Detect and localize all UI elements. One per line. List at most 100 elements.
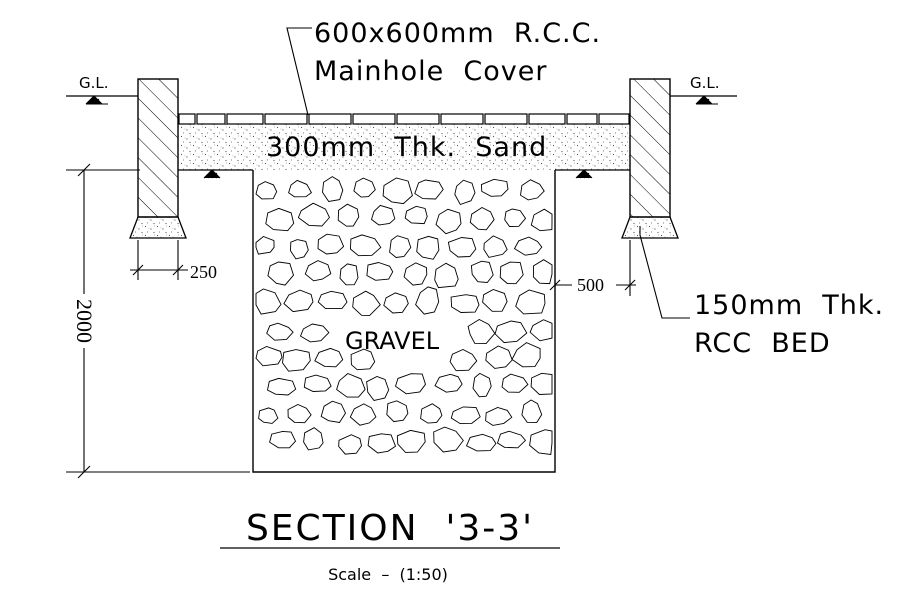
gravel-stone	[303, 374, 332, 392]
gravel-stone	[287, 404, 312, 424]
cover-leader	[286, 27, 312, 116]
ground-level-right-label: G.L.	[690, 74, 720, 92]
cover-slab	[566, 113, 598, 125]
gravel-stone	[267, 261, 295, 286]
gravel-stone	[485, 407, 513, 426]
gravel-stone	[317, 233, 345, 255]
gravel-stone	[470, 260, 494, 283]
cover-slab	[440, 113, 484, 125]
gravel-stone	[404, 205, 428, 225]
gravel-stone	[504, 208, 527, 227]
gravel-stone	[320, 400, 347, 423]
gravel-stone	[499, 261, 524, 285]
gravel-stone	[314, 347, 344, 368]
bed-leader	[639, 226, 690, 319]
gravel-stone	[433, 426, 464, 453]
gravel-stone	[367, 433, 397, 454]
gravel-label: GRAVEL	[345, 327, 440, 355]
gravel-stone	[258, 407, 279, 424]
gravel-stone	[435, 208, 462, 235]
gravel-stone	[511, 342, 541, 368]
rcc-cover-slabs	[178, 113, 630, 125]
gravel-stone	[520, 179, 545, 201]
gravel-stone	[383, 292, 409, 314]
cover-slab	[196, 113, 226, 125]
gravel-stone	[389, 235, 412, 258]
gravel-stone	[317, 290, 348, 309]
left-rcc-bed	[129, 216, 187, 239]
right-wall	[629, 78, 671, 218]
gravel-stone	[447, 237, 477, 258]
gravel-stone	[482, 289, 508, 312]
gravel-stone	[338, 434, 362, 455]
cover-slab	[484, 113, 528, 125]
ground-level-left-label: G.L.	[79, 74, 109, 92]
cover-slab	[598, 113, 630, 125]
gravel-stone	[266, 322, 294, 341]
dim-gap	[549, 240, 636, 296]
gravel-stone	[480, 178, 509, 197]
section-title: SECTION '3-3'	[246, 508, 534, 549]
gravel-stone	[521, 399, 543, 423]
gravel-stone	[322, 176, 344, 202]
gravel-stone	[290, 239, 309, 260]
gravel-stone	[288, 179, 312, 198]
bed-label-line2: RCC BED	[694, 328, 831, 359]
gravel-stone	[394, 373, 426, 395]
gravel-stone	[485, 345, 513, 369]
cover-slab	[396, 113, 440, 125]
gravel-stone	[386, 400, 409, 423]
gravel-stone	[483, 235, 508, 258]
ground-hatch-symbols	[85, 95, 713, 179]
gravel-stone	[513, 236, 543, 256]
gravel-stone	[434, 373, 463, 393]
gravel-stone	[494, 320, 528, 344]
right-rcc-bed	[621, 216, 679, 239]
gravel-stone	[469, 206, 495, 231]
gravel-stone	[530, 208, 553, 232]
gravel-stone	[366, 376, 390, 402]
cover-slab	[352, 113, 396, 125]
cover-slab	[264, 113, 308, 125]
gravel-stone	[403, 262, 428, 286]
gravel-stone	[370, 204, 396, 226]
gravel-stone	[283, 289, 314, 313]
gravel-stone	[255, 288, 282, 315]
gravel-stone	[265, 207, 295, 232]
dim-gap-label: 500	[577, 275, 604, 295]
gravel-stone	[414, 179, 444, 200]
gravel-stone	[266, 377, 297, 396]
gravel-stone	[530, 372, 553, 395]
cover-slab	[528, 113, 566, 125]
gravel-stone	[304, 260, 332, 282]
gravel-stone	[396, 429, 426, 453]
gravel-stone	[297, 202, 331, 227]
gravel-stone	[532, 259, 553, 285]
gravel-stone	[449, 349, 478, 372]
gravel-stone	[454, 179, 476, 206]
cover-slab	[178, 113, 196, 125]
gravel-stone	[336, 372, 366, 398]
gravel-stone	[303, 427, 324, 451]
dim-wall-width	[130, 240, 188, 280]
sand-label: 300mm Thk. Sand	[266, 132, 547, 163]
gravel-stone	[450, 406, 481, 425]
gravel-stone	[496, 430, 527, 449]
gravel-pit	[252, 170, 556, 473]
left-wall	[137, 78, 179, 218]
dim-depth	[66, 163, 250, 479]
gravel-stone	[529, 319, 553, 342]
gravel-stone	[366, 262, 394, 281]
gravel-stone	[420, 403, 443, 424]
scale-label: Scale – (1:50)	[328, 565, 448, 584]
gravel-stone	[299, 323, 330, 343]
gravel-stone	[415, 286, 440, 315]
ground-level-left	[66, 95, 138, 105]
gravel-stone	[416, 235, 440, 260]
sand-layer	[178, 124, 630, 170]
gravel-stone	[349, 403, 377, 426]
cover-label-line1: 600x600mm R.C.C.	[314, 18, 601, 49]
gravel-stone	[434, 262, 459, 289]
gravel-stone	[352, 290, 381, 316]
